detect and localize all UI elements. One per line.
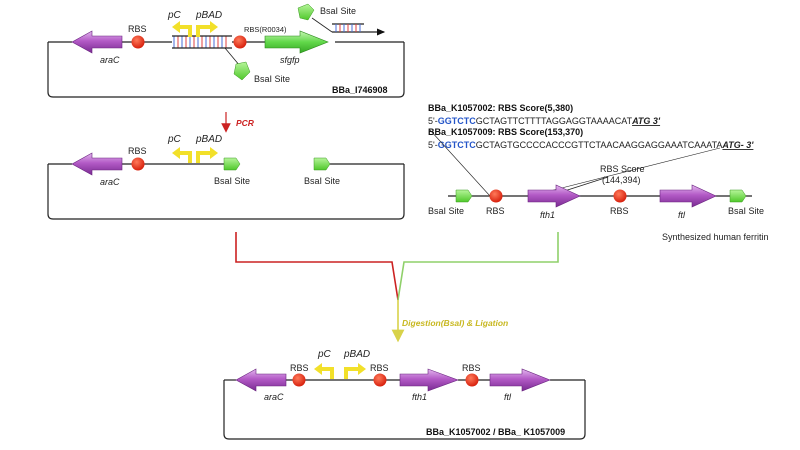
pcr-label: PCR xyxy=(236,118,255,128)
pcr-step: PCR xyxy=(221,112,255,133)
pc-promoter-arrow xyxy=(178,151,192,163)
rbs-r0034-circle xyxy=(233,35,247,49)
ftl-gene-arrow xyxy=(489,368,551,392)
arac-gene-arrow xyxy=(235,368,287,392)
bsai-site-bottom-icon xyxy=(233,61,251,81)
fth1-label: fth1 xyxy=(540,210,555,220)
plasmid-3-backbone xyxy=(223,380,586,440)
seq1-line: 5'-GGTCTCGCTAGTTCTTTTAGGAGGTAAAACATATG 3… xyxy=(428,116,661,126)
ftl-label: ftl xyxy=(504,392,512,402)
rbs-circle xyxy=(465,373,479,387)
rbs-circle xyxy=(131,157,145,171)
bsai-site-right-icon xyxy=(313,157,331,171)
bsai-left-label: BsaI Site xyxy=(428,206,464,216)
bsai-bottom-label: BsaI Site xyxy=(254,74,290,84)
pc-promoter-arrow xyxy=(178,25,192,37)
pc-label: pC xyxy=(317,349,332,360)
pbad-promoter-arrow xyxy=(196,151,212,163)
vector-flow-line xyxy=(235,232,399,301)
fth1-label: fth1 xyxy=(412,392,427,402)
ftl-label: ftl xyxy=(678,210,686,220)
rbs-circle xyxy=(613,189,627,203)
pbad-label: pBAD xyxy=(195,10,222,21)
bsai-left-label: BsaI Site xyxy=(214,176,250,186)
plasmid-2: araC RBS pC pBAD BsaI Site BsaI Site xyxy=(47,134,405,220)
seq1-title: BBa_K1057002: RBS Score(5,380) xyxy=(428,103,573,113)
rbs3-label: RBS xyxy=(462,363,481,373)
rbs-label: RBS xyxy=(128,146,147,156)
rbs-circle xyxy=(373,373,387,387)
pbad-label: pBAD xyxy=(195,134,222,145)
pbad-promoter-arrow xyxy=(344,367,360,379)
pc-label: pC xyxy=(167,134,182,145)
insert-flow-line xyxy=(397,232,559,301)
arac-gene-arrow xyxy=(71,30,123,54)
bsai-right-label: BsaI Site xyxy=(304,176,340,186)
plasmid-3-name: BBa_K1057002 / BBa_ K1057009 xyxy=(426,427,565,437)
pbad-promoter-arrow xyxy=(196,25,212,37)
fth1-gene-arrow xyxy=(527,184,581,208)
rbs-circle xyxy=(131,35,145,49)
pbad-label: pBAD xyxy=(343,349,370,360)
arac-label: araC xyxy=(100,177,120,187)
rbs-label: RBS xyxy=(128,24,147,34)
digestion-label: Digestion(BsaI) & Ligation xyxy=(402,318,508,328)
rbs2-label: RBS xyxy=(370,363,389,373)
plasmid-1-backbone xyxy=(47,42,405,98)
seq2-line: 5'-GGTCTCGCTAGTGCCCCACCCGTTCTAACAAGGAGGA… xyxy=(428,140,754,150)
ferritin-caption: Synthesized human ferritin xyxy=(662,232,769,242)
rbs-circle xyxy=(489,189,503,203)
rbs-circle xyxy=(292,373,306,387)
plasmid-2-backbone xyxy=(47,164,405,220)
assembly-flow: Digestion(BsaI) & Ligation xyxy=(235,232,559,343)
sfgfp-label: sfgfp xyxy=(280,55,300,65)
plasmid-3: araC RBS pC pBAD RBS fth1 RBS ftl BBa_K1… xyxy=(223,349,586,440)
arac-label: araC xyxy=(264,392,284,402)
seq-pointer-line xyxy=(429,129,491,197)
rbs-score-value: (144,394) xyxy=(602,175,641,185)
rbs-score-label: RBS Score xyxy=(600,164,645,174)
sfgfp-gene-arrow xyxy=(264,30,329,54)
overhang-stripes xyxy=(335,24,361,32)
rbs1-label: RBS xyxy=(486,206,505,216)
ferritin-insert: BBa_K1057002: RBS Score(5,380) 5'-GGTCTC… xyxy=(428,103,769,242)
bsai-site-top-icon xyxy=(297,3,315,21)
rbs-r0034-label: RBS(R0034) xyxy=(244,25,287,34)
plasmid-1-name: BBa_I746908 xyxy=(332,85,388,95)
bsai-site-left-icon xyxy=(223,157,241,171)
seq2-title: BBa_K1057009: RBS Score(153,370) xyxy=(428,127,583,137)
rbs2-label: RBS xyxy=(610,206,629,216)
plasmid-1: araC RBS pC pBAD xyxy=(47,3,405,98)
ftl-gene-arrow xyxy=(659,184,717,208)
bsai-top-label: BsaI Site xyxy=(320,6,356,16)
bsai-site-left-icon xyxy=(455,189,473,203)
arac-gene-arrow xyxy=(71,152,123,176)
fth1-gene-arrow xyxy=(399,368,459,392)
bsai-site-right-icon xyxy=(729,189,747,203)
rbs1-label: RBS xyxy=(290,363,309,373)
pc-label: pC xyxy=(167,10,182,21)
bsai-right-label: BsaI Site xyxy=(728,206,764,216)
pc-promoter-arrow xyxy=(320,367,334,379)
arac-label: araC xyxy=(100,55,120,65)
insert-stripes xyxy=(173,36,227,48)
